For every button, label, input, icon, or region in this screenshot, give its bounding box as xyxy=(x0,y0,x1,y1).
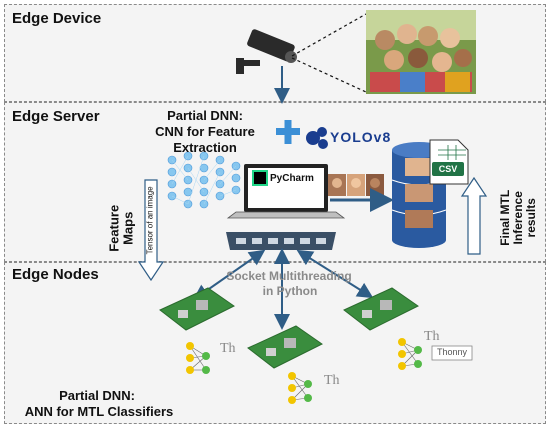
feature-maps-label: Feature Maps xyxy=(106,198,137,258)
socket-label-line2: in Python xyxy=(262,284,318,298)
svg-text:Th: Th xyxy=(324,373,340,388)
feature-maps-line1: Feature xyxy=(106,204,122,252)
edge-device-title: Edge Device xyxy=(12,10,102,27)
camera-view-line-top xyxy=(291,13,367,57)
security-camera-icon xyxy=(236,29,297,74)
pycharm-logo-icon xyxy=(252,170,268,186)
pycharm-label: PyCharm xyxy=(270,173,314,184)
ann-icon-3 xyxy=(398,338,422,370)
final-results-line2: Inference xyxy=(511,191,526,245)
feature-maps-line2: Maps xyxy=(121,211,136,245)
thonny-logo-icon-2: Th xyxy=(324,373,340,388)
final-results-line1: Final MTL xyxy=(498,189,513,246)
children-photo xyxy=(366,10,476,94)
thonny-logo-icon-1: Th xyxy=(220,341,236,356)
cnn-label: CNN for Feature xyxy=(155,124,255,139)
ann-icon-1 xyxy=(186,342,210,374)
final-results-line3: results xyxy=(524,198,539,238)
svg-text:Th: Th xyxy=(220,341,236,356)
final-results-label: Final MTL Inference results xyxy=(498,173,539,263)
partial-dnn-title: Partial DNN: xyxy=(167,108,243,123)
csv-label: CSV xyxy=(438,164,458,174)
cnn-label-line2: Extraction xyxy=(173,140,237,155)
yolo-logo-icon xyxy=(306,127,328,149)
cnn-network-icon xyxy=(167,151,241,209)
edge-server-title: Edge Server xyxy=(12,108,100,125)
switch-to-node3-arrow xyxy=(296,249,374,299)
ann-label: ANN for MTL Classifiers xyxy=(24,404,174,419)
ann-icon-2 xyxy=(288,372,312,404)
socket-label: Socket Multithreading xyxy=(226,269,352,283)
feature-maps-down-arrow xyxy=(137,179,165,282)
tensor-label: Tensor of an image xyxy=(145,186,155,255)
csv-file-icon xyxy=(429,139,469,185)
svg-text:Th: Th xyxy=(424,329,440,344)
thonny-label: Thonny xyxy=(436,347,468,357)
plus-icon xyxy=(276,120,300,144)
edge-nodes-title: Edge Nodes xyxy=(12,266,99,283)
raspberry-pi-board-1 xyxy=(159,287,235,331)
camera-view-line-bottom xyxy=(291,57,367,93)
thonny-badge xyxy=(431,345,473,361)
network-switch-icon xyxy=(226,232,336,250)
yolo-label: YOLOv8 xyxy=(330,129,392,145)
raspberry-pi-board-2 xyxy=(247,325,323,369)
raspberry-pi-board-3 xyxy=(343,287,419,331)
results-up-arrow xyxy=(460,176,488,255)
face-crops xyxy=(328,174,384,196)
thonny-logo-icon-3: Th xyxy=(424,329,440,344)
ann-title: Partial DNN: xyxy=(59,388,135,403)
